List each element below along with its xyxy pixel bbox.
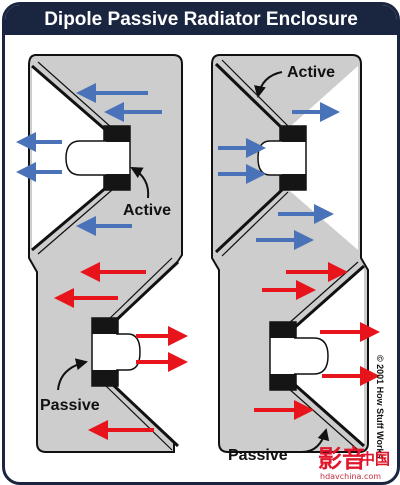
left-passive-dustcap bbox=[116, 333, 141, 371]
right-passive-label: Passive bbox=[228, 447, 288, 464]
left-active-cone-bottom-inner bbox=[37, 189, 113, 255]
watermark-cn: 中国 bbox=[360, 450, 391, 468]
left-passive-cone-bottom bbox=[108, 380, 180, 448]
left-active-magnet-top bbox=[104, 126, 130, 142]
right-passive-cavity bbox=[294, 266, 364, 446]
left-passive-cone-top bbox=[108, 260, 180, 328]
left-active-cone-bottom bbox=[31, 184, 109, 252]
right-active-cone-bottom-line bbox=[214, 186, 286, 254]
right-active-label: Active bbox=[287, 64, 335, 81]
watermark-url: hdavchina.com bbox=[320, 472, 382, 481]
watermark-logo: 影音 中国 hdavchina.com bbox=[318, 446, 394, 482]
watermark-mark: 影音 bbox=[318, 445, 366, 473]
right-passive-dustcap bbox=[294, 337, 329, 375]
left-passive-cone-bottom-inner bbox=[105, 385, 173, 451]
left-passive-frame-bottom bbox=[92, 370, 118, 386]
right-passive-frame-top bbox=[270, 322, 296, 338]
right-active-cone-bottom-inner bbox=[221, 191, 289, 257]
title-bar: Dipole Passive Radiator Enclosure bbox=[5, 5, 397, 35]
left-active-dustcap bbox=[65, 140, 106, 176]
left-passive-pointer bbox=[57, 358, 88, 391]
left-active-cone-top-inner bbox=[37, 61, 113, 129]
left-passive-label: Passive bbox=[40, 397, 100, 414]
left-passive-frame-top bbox=[92, 318, 118, 334]
right-passive-cone-top bbox=[293, 264, 365, 330]
right-active-magnet-bottom bbox=[280, 174, 306, 190]
right-active-cone-top-line bbox=[214, 62, 286, 132]
left-passive-cavity bbox=[110, 262, 178, 446]
left-active-label: Active bbox=[123, 202, 171, 219]
right-passive-pointer bbox=[301, 428, 330, 453]
right-passive-cone-bottom bbox=[293, 382, 365, 448]
left-active-cone-top bbox=[31, 64, 109, 134]
left-passive-cone-top-inner bbox=[105, 257, 173, 323]
left-active-pointer bbox=[130, 167, 150, 199]
right-passive-frame-bottom bbox=[270, 374, 296, 390]
right-passive-cone-bottom-inner bbox=[287, 387, 359, 451]
copyright-notice: © 2001 How Stuff Works bbox=[375, 355, 385, 459]
right-active-pointer bbox=[254, 71, 283, 98]
right-active-magnet-top bbox=[280, 126, 306, 142]
left-active-magnet-bottom bbox=[104, 174, 130, 190]
diagram-title: Dipole Passive Radiator Enclosure bbox=[44, 9, 358, 30]
